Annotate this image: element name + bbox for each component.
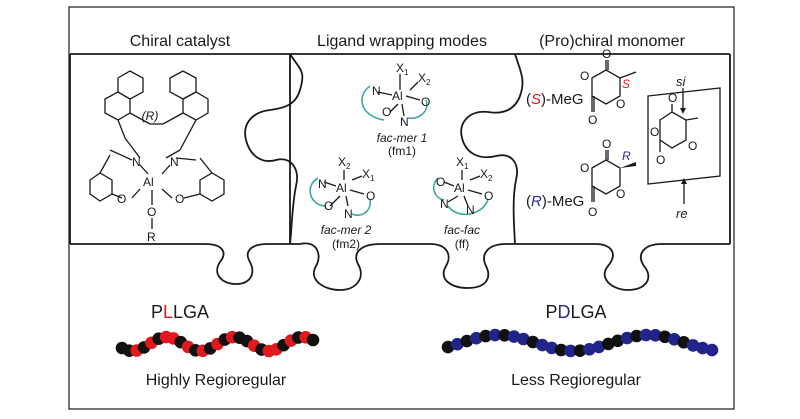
pllga-chain xyxy=(115,330,320,358)
pdlga-bead xyxy=(545,341,558,355)
pllga-bead xyxy=(306,333,320,347)
fm1-x1: X1 xyxy=(396,61,409,77)
plane-o-right: O xyxy=(688,139,697,153)
r-meg-structure: O O O O R xyxy=(580,137,636,219)
fm2-n-left: N xyxy=(318,177,327,191)
r-meg-o-bottom: O xyxy=(588,205,597,219)
ff-n-left: N xyxy=(440,197,449,211)
r-meg-stereo: R xyxy=(622,149,631,163)
pdlga-bead xyxy=(479,329,493,343)
pllga-title: PLLGA xyxy=(151,302,209,322)
pdlga-bead xyxy=(639,328,653,342)
ff-x2: X2 xyxy=(480,167,493,183)
s-meg-stereo: S xyxy=(622,77,630,91)
catalyst-r-group: R xyxy=(147,230,156,244)
catalyst-stereo-label: (R) xyxy=(142,109,159,123)
ff-name: fac-fac xyxy=(444,223,480,237)
fm2-x1: X1 xyxy=(362,167,375,183)
r-meg-o-ring-left: O xyxy=(580,161,589,175)
fm2-al: Al xyxy=(336,181,347,195)
fm1-n-top: N xyxy=(372,84,381,98)
catalyst-structure: (R) N N Al O O O R xyxy=(89,70,225,244)
pdlga-bead xyxy=(649,329,662,342)
pdlga-bead xyxy=(620,331,634,345)
pdlga-bead xyxy=(517,332,530,346)
panel-title-monomer: (Pro)chiral monomer xyxy=(539,33,685,50)
fm2-name: fac-mer 2 xyxy=(321,223,372,237)
panel-title-wrapping: Ligand wrapping modes xyxy=(317,33,487,50)
fm1-name: fac-mer 1 xyxy=(377,131,428,145)
s-meg-label: (S)-MeG xyxy=(526,91,584,108)
mode-ff: X1 X2 Al O O N N fac-fac (ff) xyxy=(432,155,493,251)
ff-o-left: O xyxy=(436,175,445,189)
s-meg-o-bottom: O xyxy=(588,113,597,127)
pdlga-caption: Less Regioregular xyxy=(511,372,642,389)
fm2-x2: X2 xyxy=(338,155,351,171)
ff-abbr: (ff) xyxy=(455,237,469,251)
face-si-label: si xyxy=(676,74,687,89)
r-meg-o-ring-right: O xyxy=(616,187,625,201)
plane-o-bottom: O xyxy=(656,153,665,167)
catalyst-o-left: O xyxy=(117,192,126,206)
s-meg-o-ring-left: O xyxy=(580,69,589,83)
pdlga-bead xyxy=(488,328,502,342)
pdlga-bead xyxy=(451,337,464,351)
panel-title-catalyst: Chiral catalyst xyxy=(130,33,231,50)
plane-o-left: O xyxy=(650,125,659,139)
pdlga-bead xyxy=(564,344,577,358)
pdlga-chain xyxy=(441,328,719,358)
catalyst-o-right: O xyxy=(175,192,184,206)
plane-o-top: O xyxy=(668,91,677,105)
pdlga-bead xyxy=(686,339,700,352)
fm2-o-right: O xyxy=(366,189,375,203)
pdlga-title: PDLGA xyxy=(545,302,606,322)
s-meg-o-ring-right: O xyxy=(616,97,625,111)
mode-fm2: X2 X1 Al N O O N fac-mer 2 (fm2) xyxy=(309,155,375,251)
ff-al: Al xyxy=(454,181,465,195)
catalyst-al: Al xyxy=(143,175,154,189)
fm1-n-bottom: N xyxy=(400,115,409,129)
pllga-caption: Highly Regioregular xyxy=(146,372,287,389)
pdlga-bead xyxy=(554,343,568,357)
fm1-o-right: O xyxy=(421,95,430,109)
r-meg-label: (R)-MeG xyxy=(526,193,584,210)
ff-n-bottom: N xyxy=(466,203,475,217)
fm2-o-left: O xyxy=(324,199,333,213)
pdlga-bead xyxy=(573,344,587,358)
prochiral-plane: O O O O xyxy=(647,87,721,204)
catalyst-n-left: N xyxy=(132,155,141,169)
catalyst-n-right: N xyxy=(170,155,179,169)
pdlga-bead xyxy=(705,343,719,357)
s-meg-o-top: O xyxy=(602,47,611,61)
pdlga-bead xyxy=(470,331,483,345)
outer-frame xyxy=(68,6,735,410)
pdlga-bead xyxy=(696,341,709,355)
face-re-label: re xyxy=(676,206,688,221)
catalyst-o-bottom: O xyxy=(147,205,156,219)
s-meg-structure: O O O O S xyxy=(580,47,637,127)
fm1-o-left: O xyxy=(382,105,391,119)
fm1-x2: X2 xyxy=(418,71,431,87)
puzzle-outline xyxy=(69,53,731,291)
ff-x1: X1 xyxy=(456,155,469,171)
fm2-abbr: (fm2) xyxy=(332,237,360,251)
pdlga-bead xyxy=(583,343,596,356)
ff-o-right: O xyxy=(484,189,493,203)
r-meg-o-top: O xyxy=(602,137,611,151)
fm1-al: Al xyxy=(392,89,403,103)
mode-fm1: X1 X2 Al N O O N fac-mer 1 (fm1) xyxy=(361,61,431,158)
pdlga-bead xyxy=(498,329,511,342)
fm2-n-bottom: N xyxy=(344,207,353,221)
fm1-abbr: (fm1) xyxy=(388,144,416,158)
pdlga-bead xyxy=(630,329,643,343)
